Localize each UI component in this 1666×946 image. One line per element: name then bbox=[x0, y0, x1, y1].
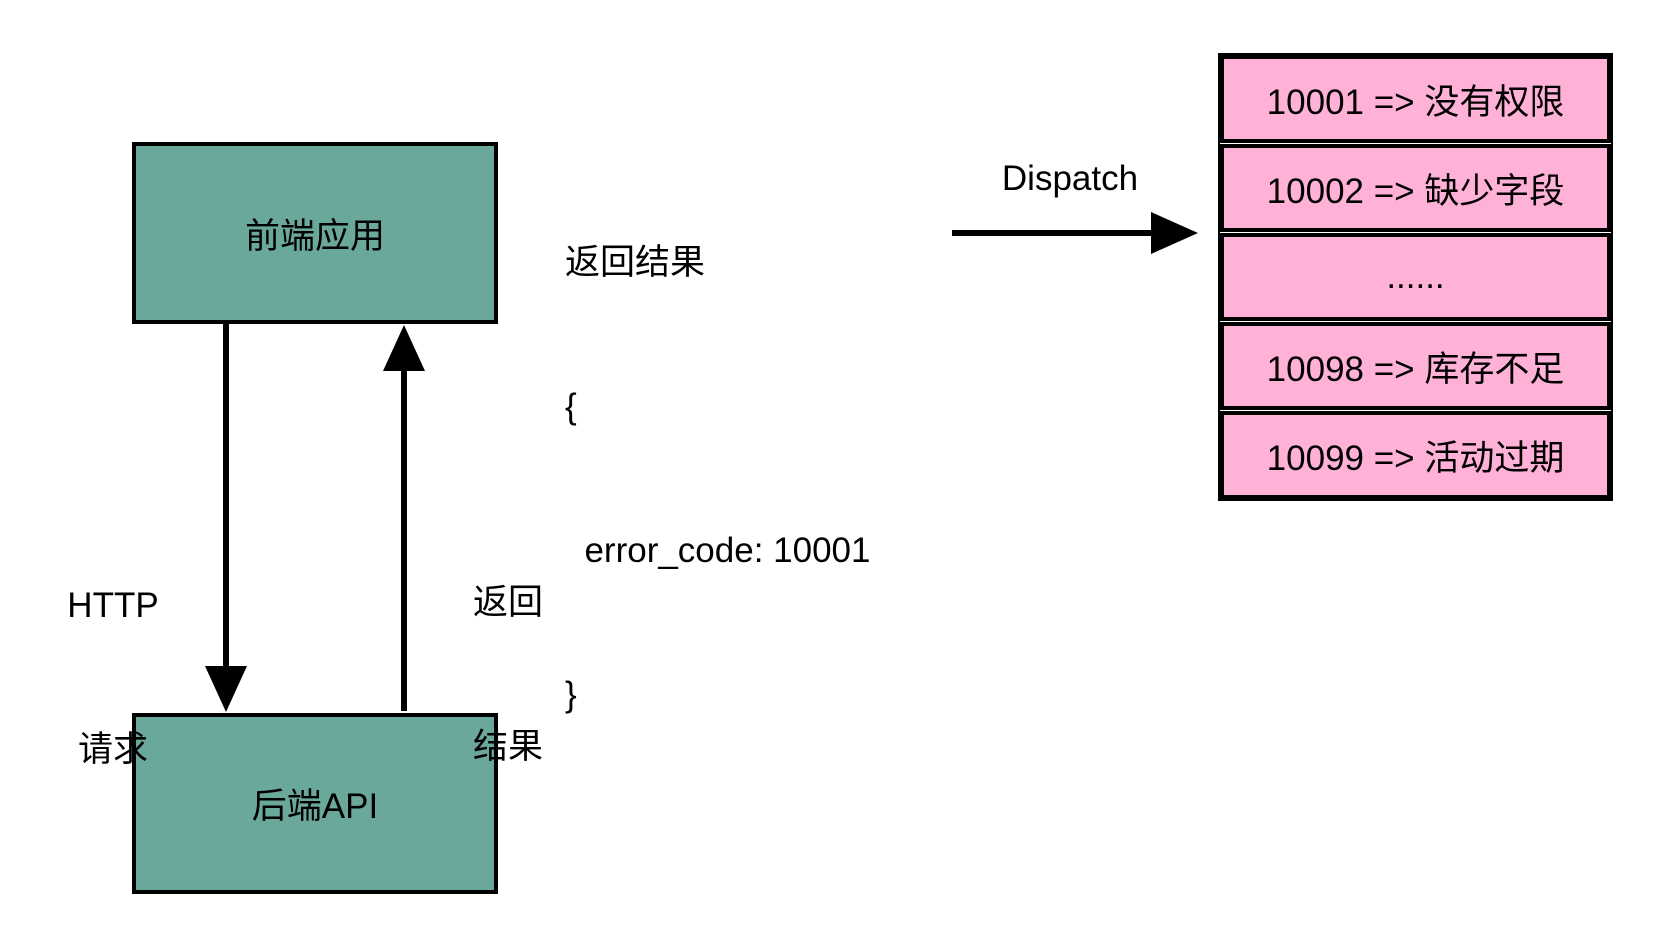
table-row-ellipsis: ...... bbox=[1220, 233, 1611, 321]
http-request-label-line2: 请求 bbox=[77, 730, 148, 769]
return-result-label-line1: 返回 bbox=[472, 583, 543, 622]
http-request-label: HTTP 请求 bbox=[38, 486, 188, 870]
table-row: 10099 => 活动过期 bbox=[1220, 411, 1611, 499]
http-request-arrow bbox=[205, 324, 247, 712]
table-row-label: 10002 => 缺少字段 bbox=[1266, 171, 1565, 211]
table-row-label: ...... bbox=[1386, 257, 1445, 296]
response-title: 返回结果 bbox=[565, 243, 706, 282]
http-request-label-line1: HTTP bbox=[67, 586, 159, 625]
error-code-table: 10001 => 没有权限 10002 => 缺少字段 ...... 10098… bbox=[1218, 53, 1613, 501]
table-row: 10002 => 缺少字段 bbox=[1220, 144, 1611, 232]
backend-box: 后端API bbox=[132, 713, 498, 894]
dispatch-label: Dispatch bbox=[1001, 159, 1139, 198]
response-error-code-line: error_code: 10001 bbox=[565, 531, 871, 570]
table-row: 10001 => 没有权限 bbox=[1220, 55, 1611, 143]
return-result-arrow bbox=[383, 325, 425, 711]
return-result-label: 返回 结果 bbox=[438, 483, 578, 867]
frontend-box: 前端应用 bbox=[132, 142, 498, 324]
response-open-brace: { bbox=[565, 387, 577, 426]
table-row: 10098 => 库存不足 bbox=[1220, 322, 1611, 410]
dispatch-arrow bbox=[952, 212, 1198, 254]
return-result-label-line2: 结果 bbox=[472, 727, 543, 766]
backend-box-label: 后端API bbox=[251, 787, 379, 826]
table-row-label: 10001 => 没有权限 bbox=[1266, 82, 1565, 122]
response-json-block: 返回结果 { error_code: 10001 } bbox=[565, 143, 870, 815]
frontend-box-label: 前端应用 bbox=[244, 216, 385, 256]
table-row-label: 10098 => 库存不足 bbox=[1266, 349, 1565, 389]
table-row-label: 10099 => 活动过期 bbox=[1266, 438, 1565, 478]
response-close-brace: } bbox=[565, 675, 577, 714]
